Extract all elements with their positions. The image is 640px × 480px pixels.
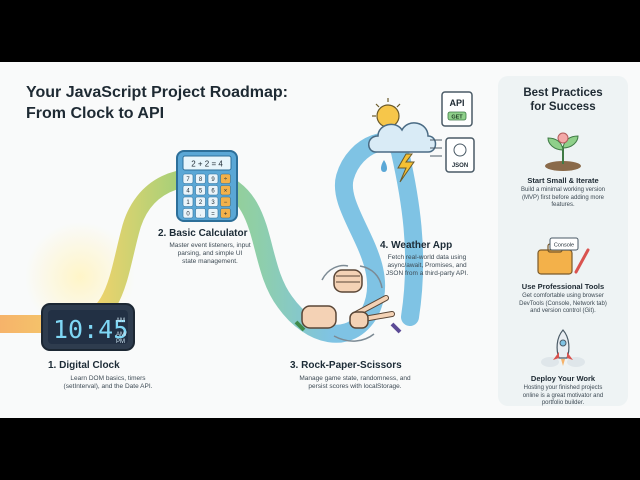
bp-1-title: Start Small & Iterate bbox=[527, 176, 599, 185]
calculator-key-label: × bbox=[224, 189, 228, 195]
calculator-key-label: 6 bbox=[211, 189, 215, 195]
lightning-icon bbox=[397, 153, 415, 183]
calculator-key bbox=[182, 185, 194, 196]
clock-ampm: AM/ bbox=[116, 332, 127, 338]
calculator-key bbox=[207, 173, 219, 184]
clock-am: AM bbox=[116, 318, 125, 324]
calculator-key bbox=[195, 185, 206, 196]
title-line-2: From Clock to API bbox=[26, 105, 165, 122]
bp-2-title: Use Professional Tools bbox=[521, 282, 605, 291]
json-document-icon bbox=[445, 137, 475, 173]
calculator-key bbox=[207, 185, 219, 196]
sprout-icon bbox=[545, 132, 581, 171]
toolbox-icon: Console bbox=[537, 237, 590, 275]
console-badge: Console bbox=[554, 243, 574, 249]
calculator-key-label: 2 bbox=[199, 200, 203, 206]
bp-1-desc: Build a minimal working version (MVP) fi… bbox=[520, 187, 606, 208]
get-label: GET bbox=[451, 115, 463, 121]
step-2-desc: Master event listeners, input parsing, a… bbox=[169, 242, 251, 265]
page-title: Your JavaScript Project Roadmap: From Cl… bbox=[26, 82, 288, 124]
api-label: API bbox=[449, 98, 464, 108]
calculator-key-label: 9 bbox=[211, 177, 215, 183]
calculator-key-label: 1 bbox=[186, 200, 190, 206]
bp-3-desc: Hosting your finished projects online is… bbox=[522, 385, 604, 406]
weather-icon: API GET JSON bbox=[368, 91, 475, 183]
json-label: JSON bbox=[452, 163, 468, 169]
calculator-key-label: 4 bbox=[186, 189, 190, 195]
calculator-key bbox=[220, 196, 231, 207]
clock-time: 10:45 bbox=[53, 315, 128, 344]
best-practices-panel: Best Practices for Success Start Small &… bbox=[498, 76, 628, 406]
calculator-key bbox=[220, 173, 231, 184]
calculator-key-label: . bbox=[200, 212, 202, 218]
calculator-key-label: + bbox=[224, 212, 228, 218]
best-practices-title: Best Practices for Success bbox=[523, 87, 603, 113]
calculator-key bbox=[195, 208, 206, 219]
calculator-key bbox=[195, 196, 206, 207]
step-3-desc: Manage game state, randomness, and persi… bbox=[299, 375, 411, 390]
calculator-key-label: ÷ bbox=[224, 177, 228, 183]
roadmap-infographic: Your JavaScript Project Roadmap: From Cl… bbox=[0, 62, 640, 418]
step-1-desc: Learn DOM basics, timers (setInterval), … bbox=[63, 375, 153, 390]
bp-2-desc: Get comfortable using browser DevTools (… bbox=[519, 293, 607, 314]
top-letterbox bbox=[0, 0, 640, 62]
paper-hand-icon bbox=[301, 305, 337, 329]
calculator-key-label: = bbox=[211, 212, 215, 218]
digital-clock-icon: 10:45 AM AM/ PM bbox=[41, 303, 135, 351]
step-3-title: 3. Rock-Paper-Scissors bbox=[290, 360, 402, 371]
step-1-title: 1. Digital Clock bbox=[48, 360, 120, 371]
sun-icon bbox=[376, 104, 400, 128]
calculator-key bbox=[182, 196, 194, 207]
bp-3-title: Deploy Your Work bbox=[530, 374, 596, 383]
git-icon bbox=[574, 248, 590, 274]
calculator-key bbox=[182, 173, 194, 184]
calculator-key-label: 7 bbox=[186, 177, 190, 183]
clock-pm: PM bbox=[116, 339, 125, 345]
calculator-key-label: 0 bbox=[186, 212, 190, 218]
cloud-icon bbox=[368, 122, 437, 153]
step-4-title: 4. Weather App bbox=[380, 240, 453, 251]
calculator-key-label: 3 bbox=[211, 200, 215, 206]
title-line-1: Your JavaScript Project Roadmap: bbox=[26, 84, 288, 101]
rock-hand-icon bbox=[333, 269, 363, 293]
calculator-key bbox=[195, 173, 206, 184]
step-4-desc: Fetch real-world data using async/await,… bbox=[385, 254, 469, 277]
calculator-key bbox=[207, 196, 219, 207]
calculator-icon: 2 + 2 = 4 7 8 9 ÷ 4 5 6 × 1 2 3 − 0. = + bbox=[176, 150, 238, 222]
step-2-title: 2. Basic Calculator bbox=[158, 228, 248, 239]
calculator-keypad: 7 8 9 ÷ 4 5 6 × 1 2 3 − 0. = + bbox=[182, 173, 231, 219]
rocket-icon bbox=[541, 329, 585, 367]
globe-icon bbox=[453, 143, 467, 157]
calculator-display: 2 + 2 = 4 bbox=[191, 160, 223, 169]
calculator-key-label: − bbox=[224, 200, 228, 206]
calculator-key bbox=[182, 208, 194, 219]
bottom-letterbox bbox=[0, 418, 640, 480]
calculator-key bbox=[220, 185, 231, 196]
rock-paper-scissors-icon bbox=[294, 264, 402, 342]
calculator-key bbox=[220, 208, 231, 219]
calculator-key-label: 8 bbox=[199, 177, 203, 183]
calculator-key-label: 5 bbox=[199, 189, 203, 195]
calculator-key bbox=[207, 208, 219, 219]
